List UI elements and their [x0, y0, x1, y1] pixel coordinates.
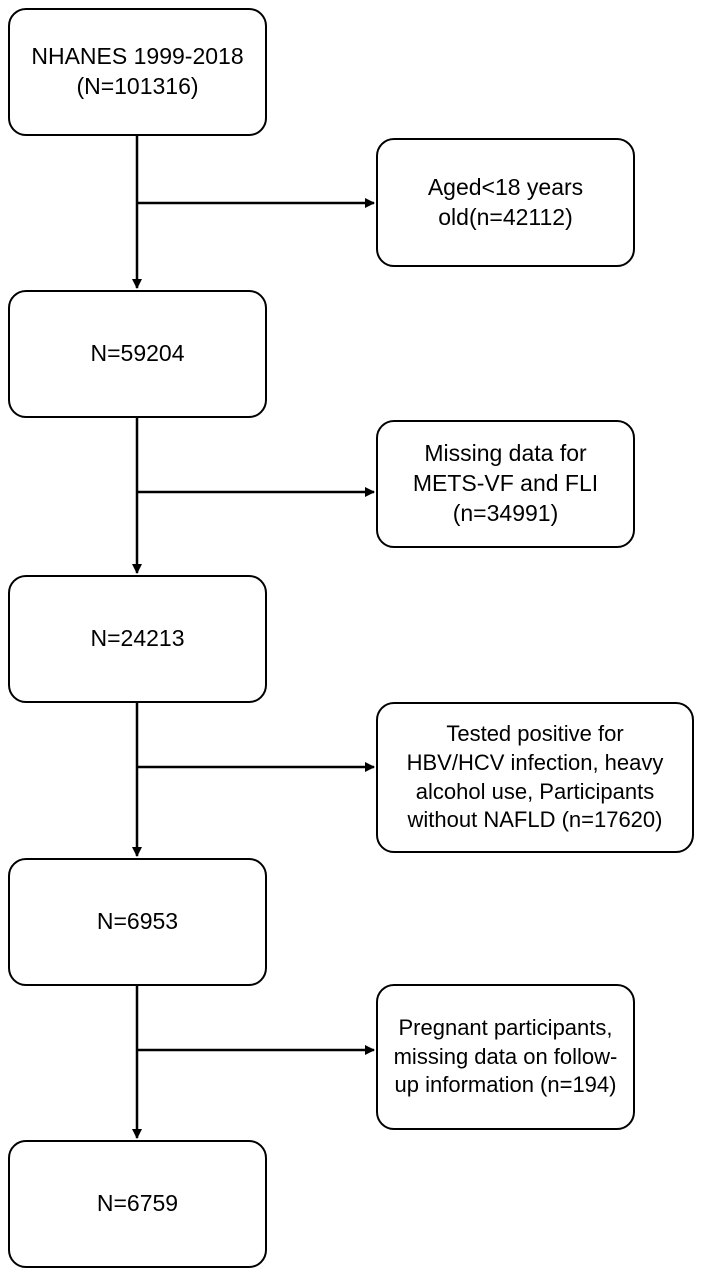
exclusion-box-2: Missing data for METS-VF and FLI (n=3499… — [376, 420, 635, 548]
exclusion-label-2: Missing data for METS-VF and FLI (n=3499… — [412, 440, 599, 526]
exclusion-label-1: Aged<18 years old(n=42112) — [427, 173, 584, 230]
exclusion-box-3: Tested positive for HBV/HCV infection, h… — [376, 702, 694, 853]
main-step-box-1: NHANES 1999-2018 (N=101316) — [8, 8, 267, 136]
main-step-label-3: N=24213 — [90, 625, 185, 652]
main-step-box-4: N=6953 — [8, 858, 267, 986]
exclusion-label-3: Tested positive for HBV/HCV infection, h… — [406, 721, 664, 833]
main-step-box-3: N=24213 — [8, 575, 267, 703]
exclusion-label-4: Pregnant participants, missing data on f… — [393, 1015, 618, 1098]
main-step-label-2: N=59204 — [90, 340, 185, 367]
main-step-label-1: NHANES 1999-2018 (N=101316) — [31, 43, 244, 99]
main-step-label-4: N=6953 — [96, 908, 179, 935]
main-step-box-5: N=6759 — [8, 1140, 267, 1268]
main-step-label-5: N=6759 — [96, 1190, 179, 1217]
main-step-box-2: N=59204 — [8, 290, 267, 418]
exclusion-box-4: Pregnant participants, missing data on f… — [376, 984, 635, 1130]
exclusion-box-1: Aged<18 years old(n=42112) — [376, 138, 635, 267]
